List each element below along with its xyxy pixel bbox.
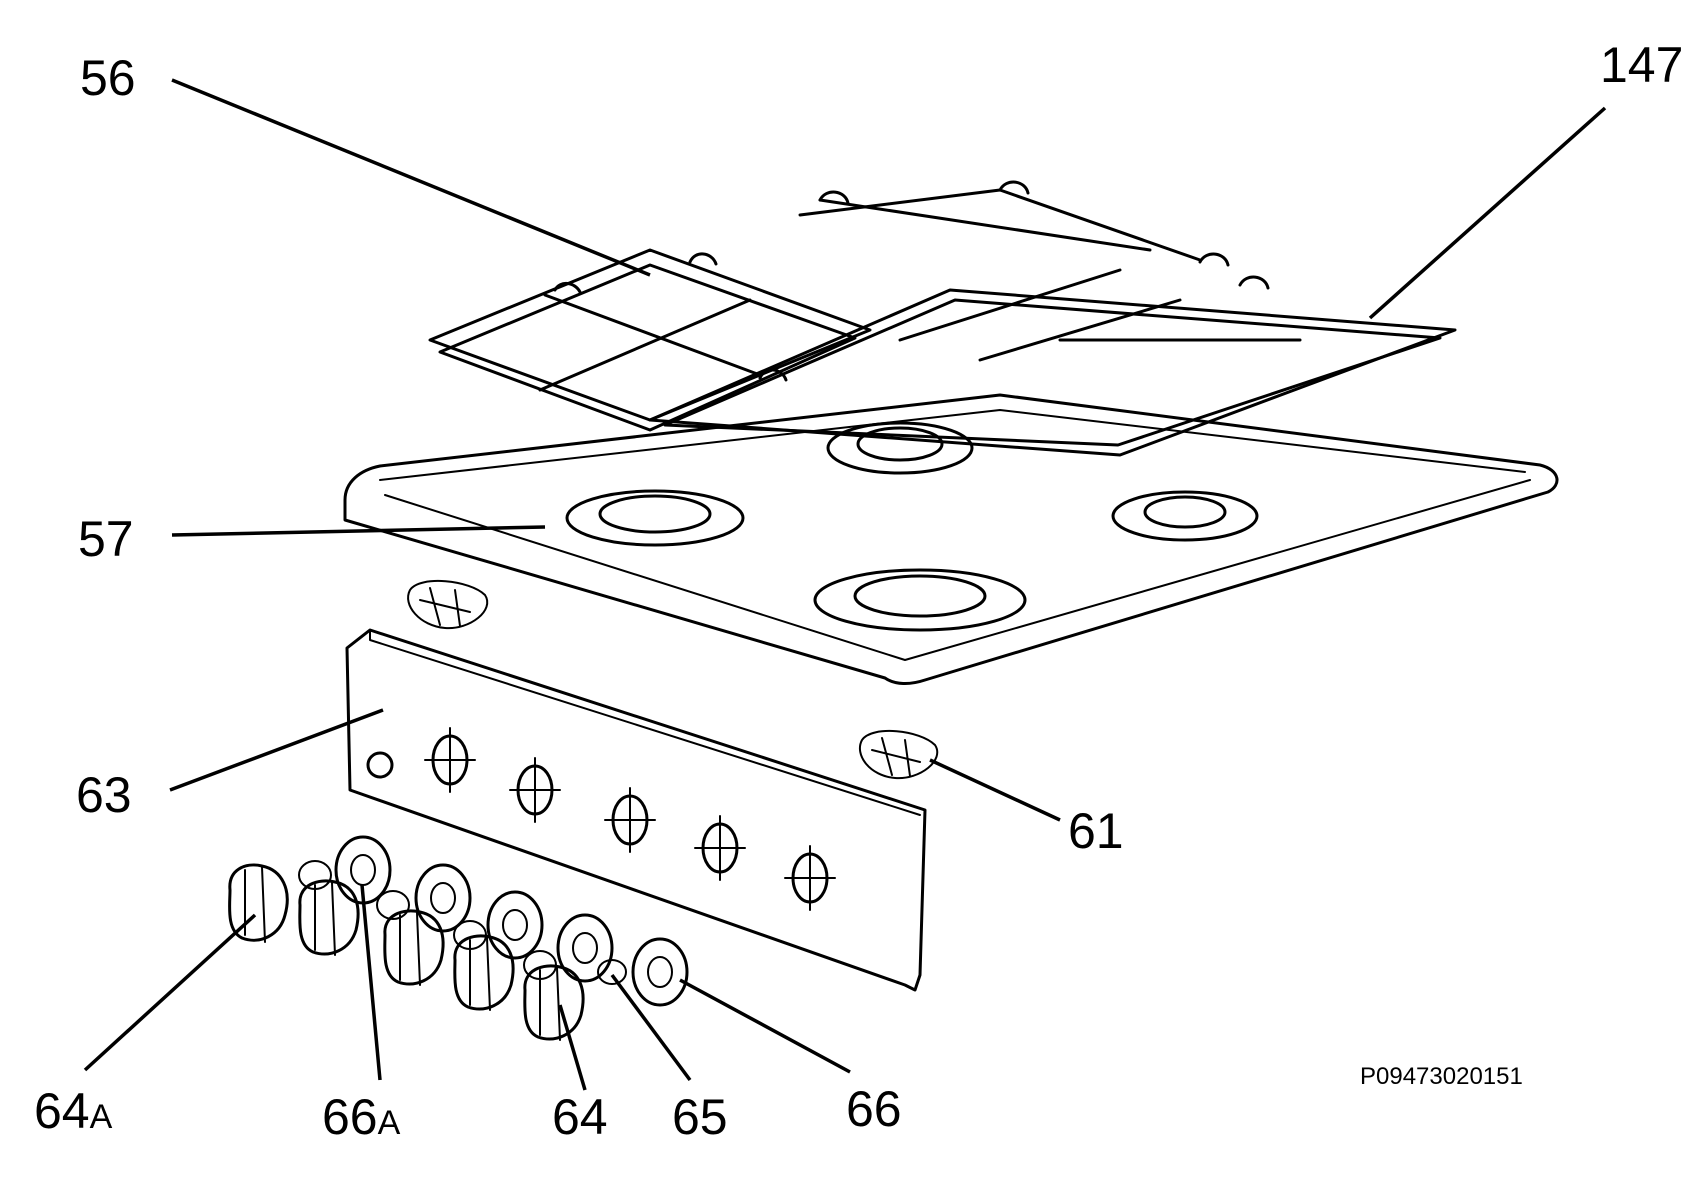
callout-64: 64 <box>552 1089 608 1145</box>
control-knob-3 <box>453 934 515 1011</box>
callout-56: 56 <box>80 50 136 106</box>
callout-57: 57 <box>78 511 134 567</box>
hob-top-plate <box>343 393 1559 685</box>
control-knob-64 <box>523 964 585 1041</box>
fixing-clip-left <box>407 579 489 630</box>
callout-63: 63 <box>76 767 132 823</box>
callout-labels: 56 147 57 63 61 64A 66A 64 65 66 <box>34 37 1683 1145</box>
leader-61 <box>929 758 1061 822</box>
control-knob-hole-3 <box>604 787 656 853</box>
control-knob-2 <box>383 909 445 986</box>
leader-66a <box>360 884 382 1081</box>
fixing-clip-right <box>859 729 939 780</box>
leader-63 <box>169 708 384 792</box>
leader-56 <box>171 78 651 277</box>
leader-147 <box>1368 106 1607 320</box>
leader-57 <box>171 525 546 537</box>
control-knob-hole-5 <box>784 845 836 911</box>
callout-66: 66 <box>846 1081 902 1137</box>
control-panel <box>345 628 927 992</box>
control-knob-1 <box>298 879 360 956</box>
callout-66a: 66A <box>322 1089 401 1145</box>
pan-support-grid-left <box>428 248 872 432</box>
control-knob-hole-1 <box>424 727 476 793</box>
drawing-code: P09473020151 <box>1360 1063 1523 1090</box>
leader-64 <box>558 1004 587 1091</box>
callout-64a: 64A <box>34 1083 113 1139</box>
control-knob-hole-2 <box>509 757 561 823</box>
callout-61: 61 <box>1068 803 1124 859</box>
leader-64a <box>83 913 257 1072</box>
callout-147: 147 <box>1600 37 1683 93</box>
control-knob-hole-4 <box>694 815 746 881</box>
leader-66 <box>679 978 851 1074</box>
springs <box>298 860 627 985</box>
callout-65: 65 <box>672 1089 728 1145</box>
pan-support-grid-right <box>648 180 1457 457</box>
leader-lines <box>83 78 1607 1091</box>
bezel-rings <box>334 835 689 1007</box>
leader-65 <box>610 973 692 1082</box>
